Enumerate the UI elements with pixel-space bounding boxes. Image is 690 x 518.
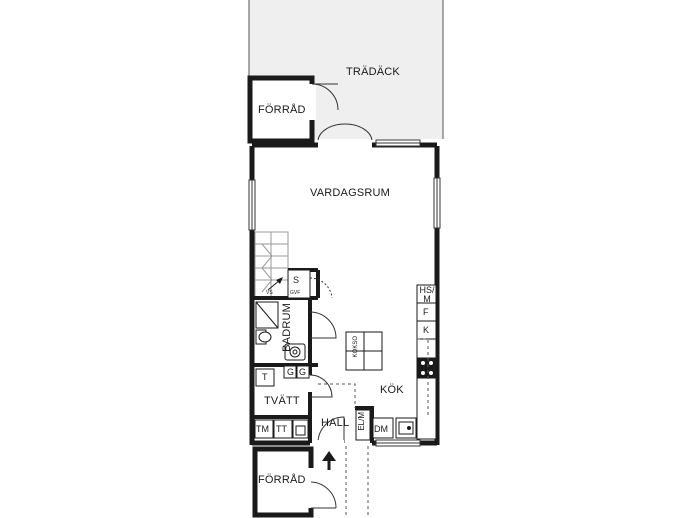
room-label-tvatt: TVÄTT (264, 395, 300, 407)
fixture-label-kokso: KÖKSÖ (353, 336, 359, 358)
fixture-label-hs-m: HS/ M (419, 285, 435, 304)
room-label-kok: KÖK (380, 384, 404, 396)
room-label-hall: HALL (321, 417, 350, 429)
room-label-badrum: BADRUM (281, 303, 293, 352)
room-label-forrad-bottom: FÖRRÅD (258, 474, 306, 486)
laundry-door-arc (309, 374, 333, 398)
fixture-label-el-m: EL/M (357, 412, 366, 431)
room-label-tradack: TRÄDÄCK (346, 66, 400, 78)
arrow-up-icon (322, 451, 336, 470)
storage-bottom (252, 446, 337, 518)
fixture-label-vs: VS (266, 290, 273, 296)
fixture-label-k: K (423, 325, 430, 335)
bathroom-fixtures (255, 301, 306, 361)
staircase (254, 231, 289, 299)
stair-arrow-icon (267, 277, 283, 291)
fixture-label-g2: G (299, 367, 307, 377)
kitchen-counter (355, 284, 437, 441)
room-label-forrad-top: FÖRRÅD (258, 104, 306, 116)
hall-dashed-line (318, 383, 356, 408)
fixture-label-tm: TM (256, 424, 269, 434)
kitchen-island (345, 331, 383, 371)
fixture-label-t: T (262, 372, 268, 382)
fixture-label-tt: TT (276, 424, 287, 434)
shaft-door-arc (309, 277, 333, 299)
entrance-door-arc (317, 416, 345, 444)
shaft (287, 269, 311, 299)
room-label-vardagsrum: VARDAGSRUM (310, 187, 391, 199)
bathroom-door-arc (309, 311, 337, 339)
fixture-label-dm: DM (374, 424, 388, 434)
fixture-label-gvf: GVF (290, 290, 301, 296)
entrance-path (345, 446, 369, 518)
windows (248, 139, 441, 447)
deck-double-door (317, 123, 373, 141)
storage-top (247, 75, 339, 144)
fixture-label-g1: G (287, 367, 295, 377)
fixture-label-s: S (293, 275, 300, 285)
laundry-fixtures (254, 365, 310, 439)
entrance-opening (312, 440, 344, 446)
fixture-label-f: F (423, 307, 429, 317)
